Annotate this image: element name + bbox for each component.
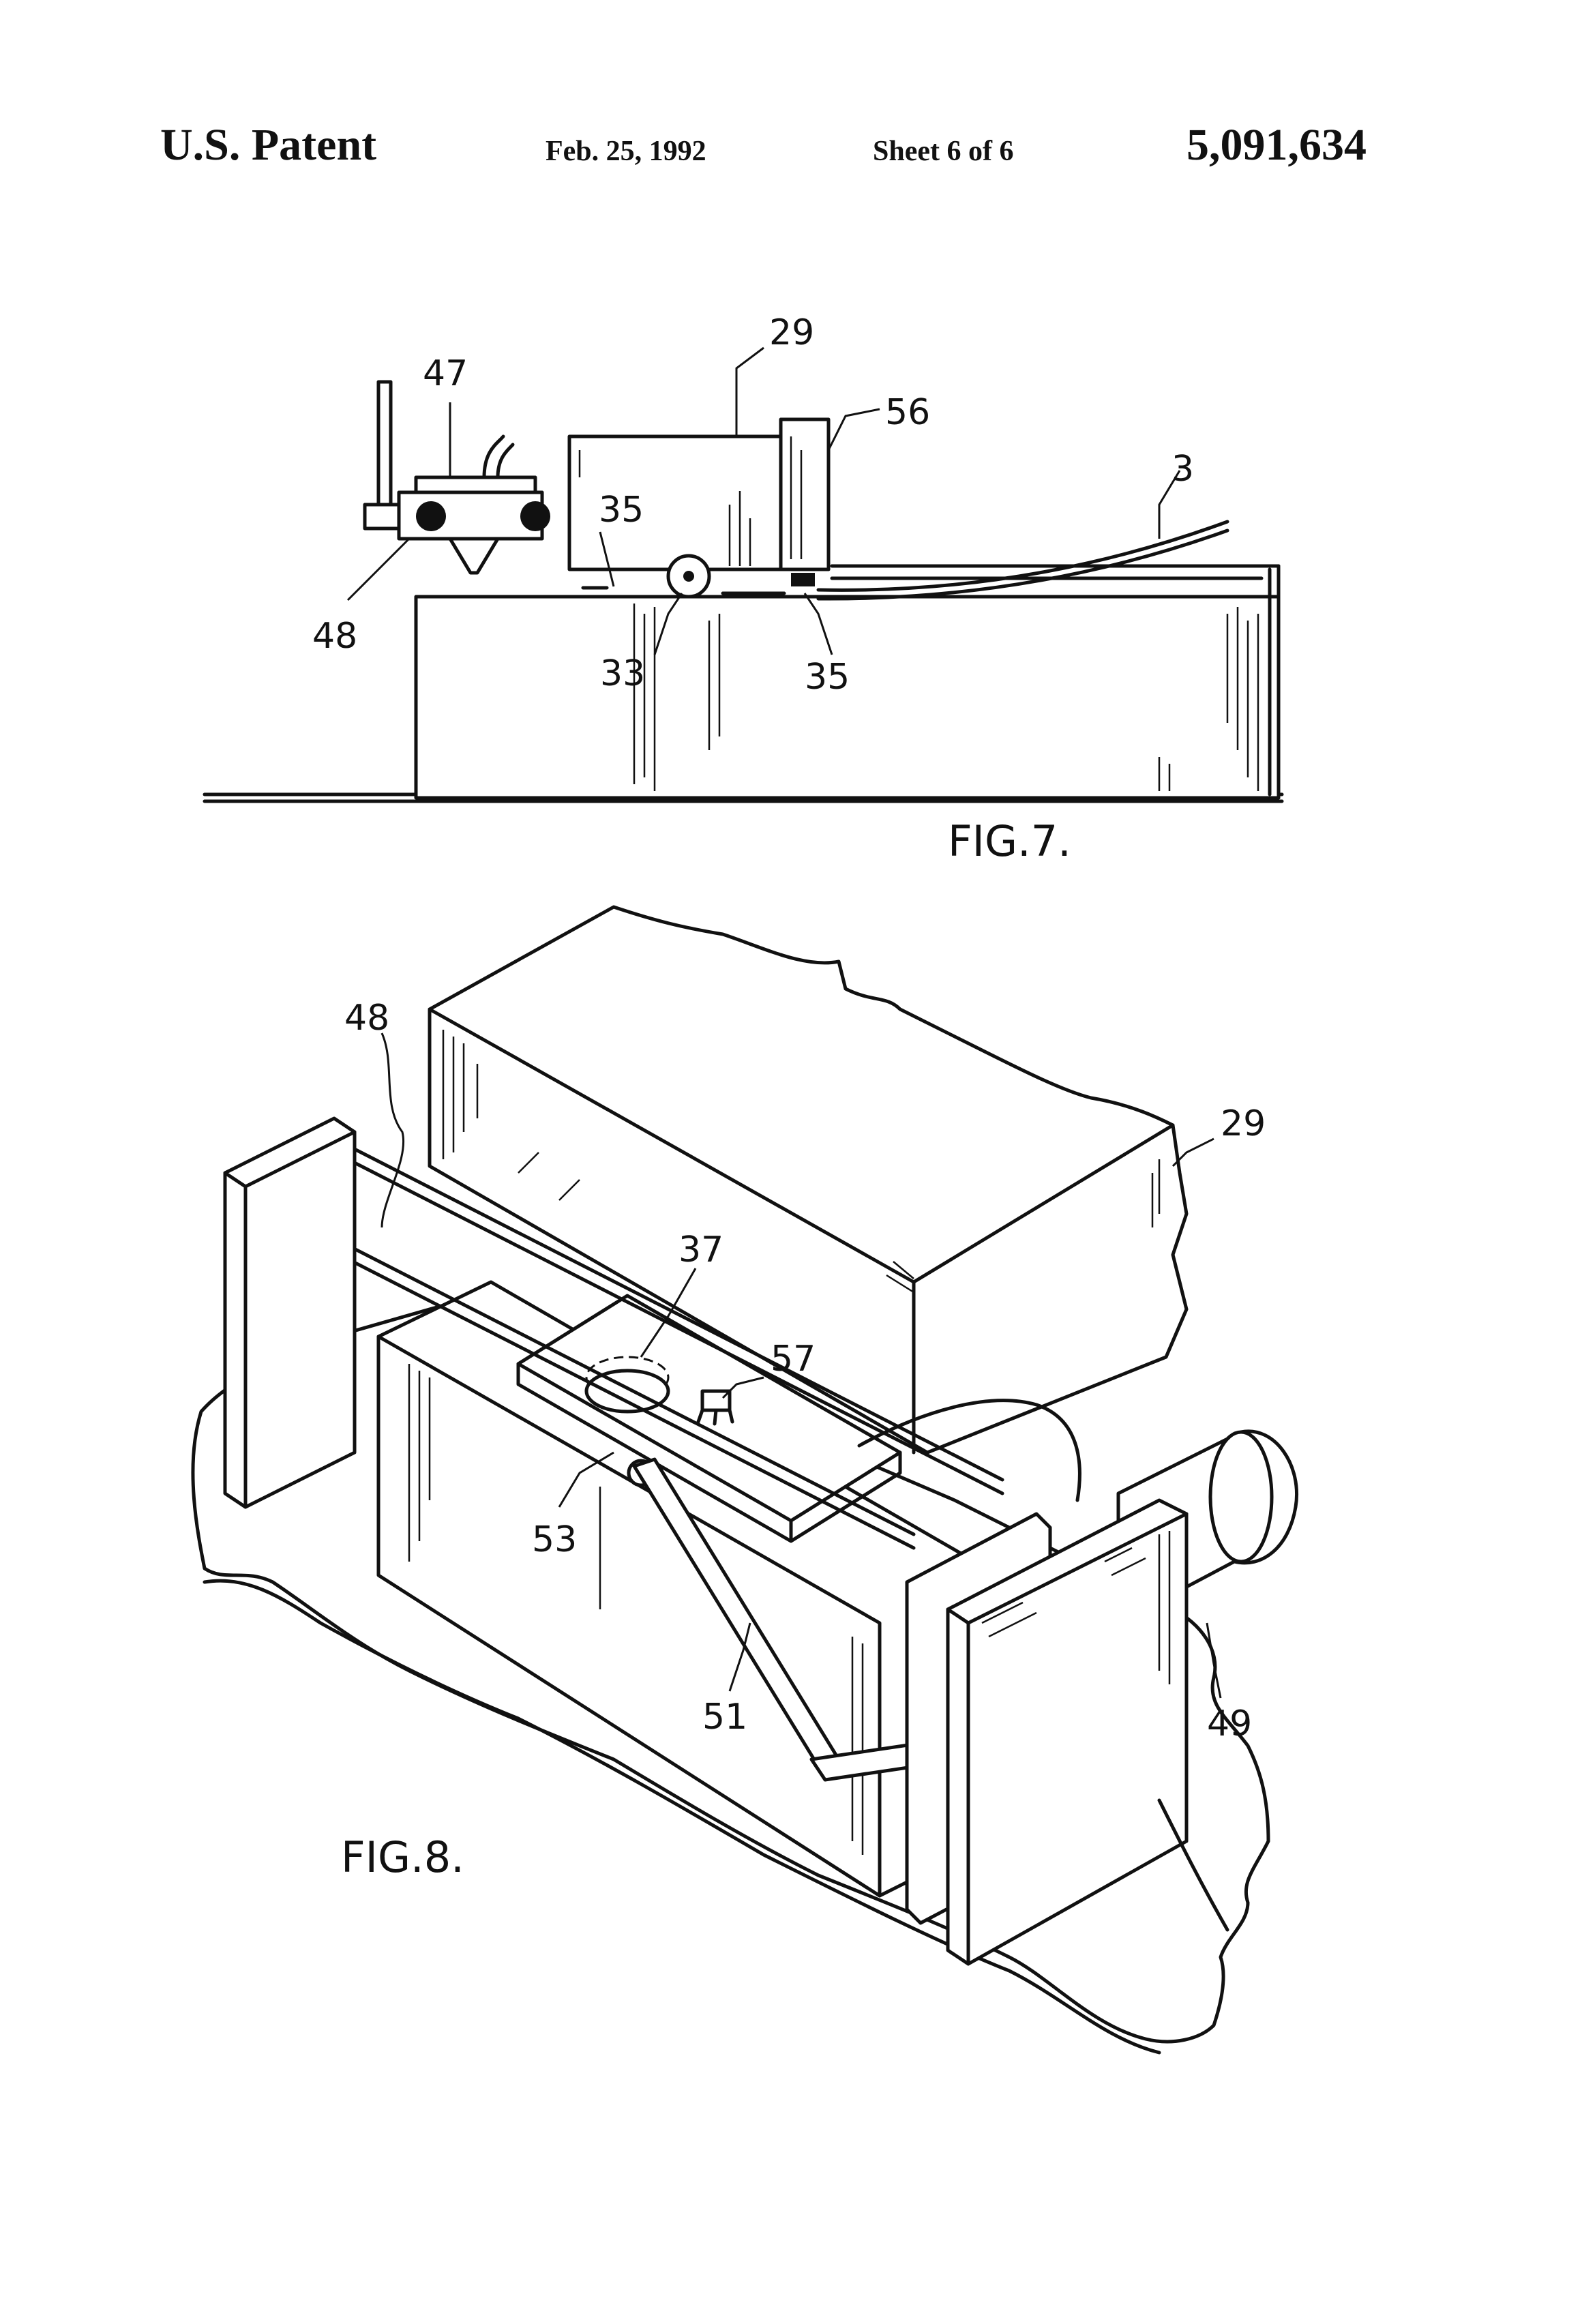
fig8-motor-end — [1210, 1432, 1272, 1562]
fig8-ref-51: 51 — [702, 1697, 747, 1738]
fig8-ref-49: 49 — [1207, 1703, 1252, 1744]
fig8-disc — [586, 1371, 668, 1412]
fig8-ref-53: 53 — [532, 1519, 577, 1560]
fig8-ref-29: 29 — [1221, 1103, 1266, 1144]
fig8-label: FIG.8. — [341, 1832, 464, 1882]
fig8-ref-37: 37 — [678, 1230, 723, 1270]
fig8-ref-57: 57 — [771, 1339, 816, 1380]
fig8-ref-48: 48 — [344, 998, 389, 1039]
fig8-leader-48 — [382, 1033, 404, 1227]
